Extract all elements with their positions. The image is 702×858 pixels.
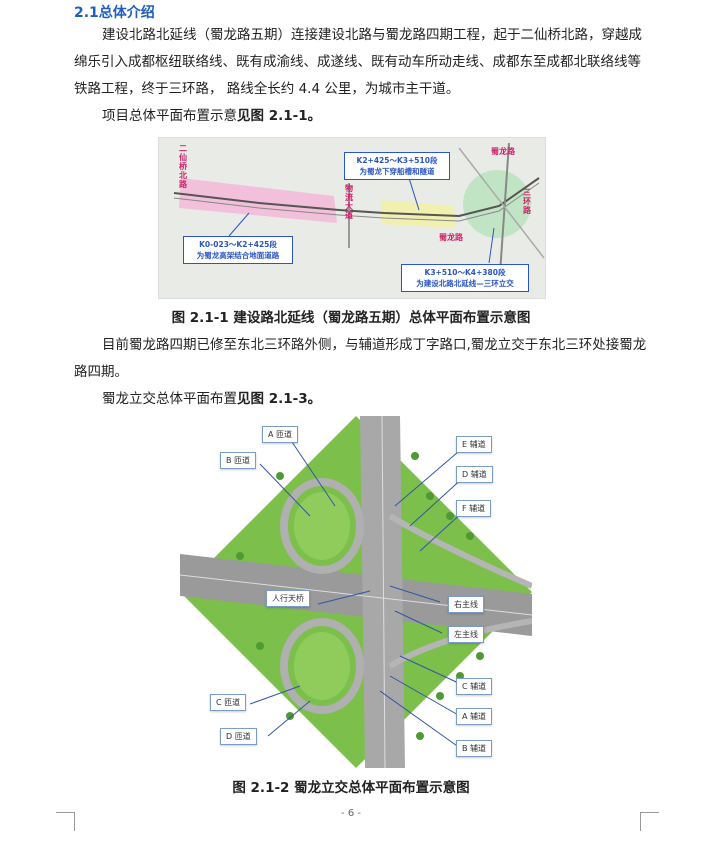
label-road-left: 二仙桥北路: [179, 144, 187, 189]
label-b-aux: B 辅道: [456, 740, 493, 757]
label-d-aux: D 辅道: [456, 466, 493, 483]
figure-2-caption: 图 2.1-2 蜀龙立交总体平面布置示意图: [232, 780, 470, 796]
label-c-ramp: C 匝道: [210, 694, 247, 711]
paragraph-figure-ref-1: 项目总体平面布置示意见图 2.1-1。: [102, 108, 322, 124]
paragraph-text-2: 目前蜀龙路四期已修至东北三环路外侧，与辅道形成丁字路口,蜀龙立交于东北三环处接蜀…: [74, 337, 647, 380]
page-number: - 6 -: [341, 808, 361, 819]
label-seg3: K3+510～K4+380段 为建设北路北延线—三环立交: [401, 264, 529, 292]
figure-1-image: K0-023～K2+425段 为蜀龙高架结合地面道路 K2+425～K3+510…: [158, 137, 546, 299]
corner-mark-left: [56, 812, 75, 831]
section-heading: 2.1总体介绍: [74, 5, 155, 21]
figure-2-image: A 匝道 B 匝道 E 辅道 D 辅道 F 辅道 右主线 左主线 人行天桥 C …: [179, 415, 534, 769]
label-a-aux: A 辅道: [456, 708, 493, 725]
label-left-main: 左主线: [448, 626, 484, 643]
label-seg2: K2+425～K3+510段 为蜀龙下穿船槽和隧道: [344, 152, 450, 180]
label-road-right2: 蜀龙路: [491, 147, 515, 156]
label-road-bottom: 蜀龙路: [439, 233, 463, 242]
paragraph-status: 目前蜀龙路四期已修至东北三环路外侧，与辅道形成丁字路口,蜀龙立交于东北三环处接蜀…: [74, 332, 654, 413]
label-seg1: K0-023～K2+425段 为蜀龙高架结合地面道路: [183, 236, 293, 264]
label-f-aux: F 辅道: [456, 500, 492, 517]
paragraph-text: 建设北路北延线（蜀龙路五期）连接建设北路与蜀龙路四期工程，起于二仙桥北路，穿越成…: [74, 27, 642, 97]
label-e-aux: E 辅道: [456, 436, 492, 453]
label-d-ramp: D 匝道: [220, 728, 257, 745]
label-road-mid: 物流大道: [345, 184, 353, 220]
label-a-ramp: A 匝道: [262, 426, 299, 443]
label-bridge: 人行天桥: [266, 590, 310, 607]
label-b-ramp: B 匝道: [220, 452, 257, 469]
label-road-right: 三环路: [523, 188, 531, 215]
label-right-main: 右主线: [448, 596, 484, 613]
corner-mark-right: [640, 812, 659, 831]
paragraph-figure-ref-2: 蜀龙立交总体平面布置见图 2.1-3。: [102, 391, 322, 407]
figure-2-map: [179, 415, 534, 769]
paragraph-intro: 建设北路北延线（蜀龙路五期）连接建设北路与蜀龙路四期工程，起于二仙桥北路，穿越成…: [74, 22, 654, 130]
figure-1-caption: 图 2.1-1 建设路北延线（蜀龙路五期）总体平面布置示意图: [171, 310, 531, 326]
label-c-aux: C 辅道: [456, 678, 493, 695]
